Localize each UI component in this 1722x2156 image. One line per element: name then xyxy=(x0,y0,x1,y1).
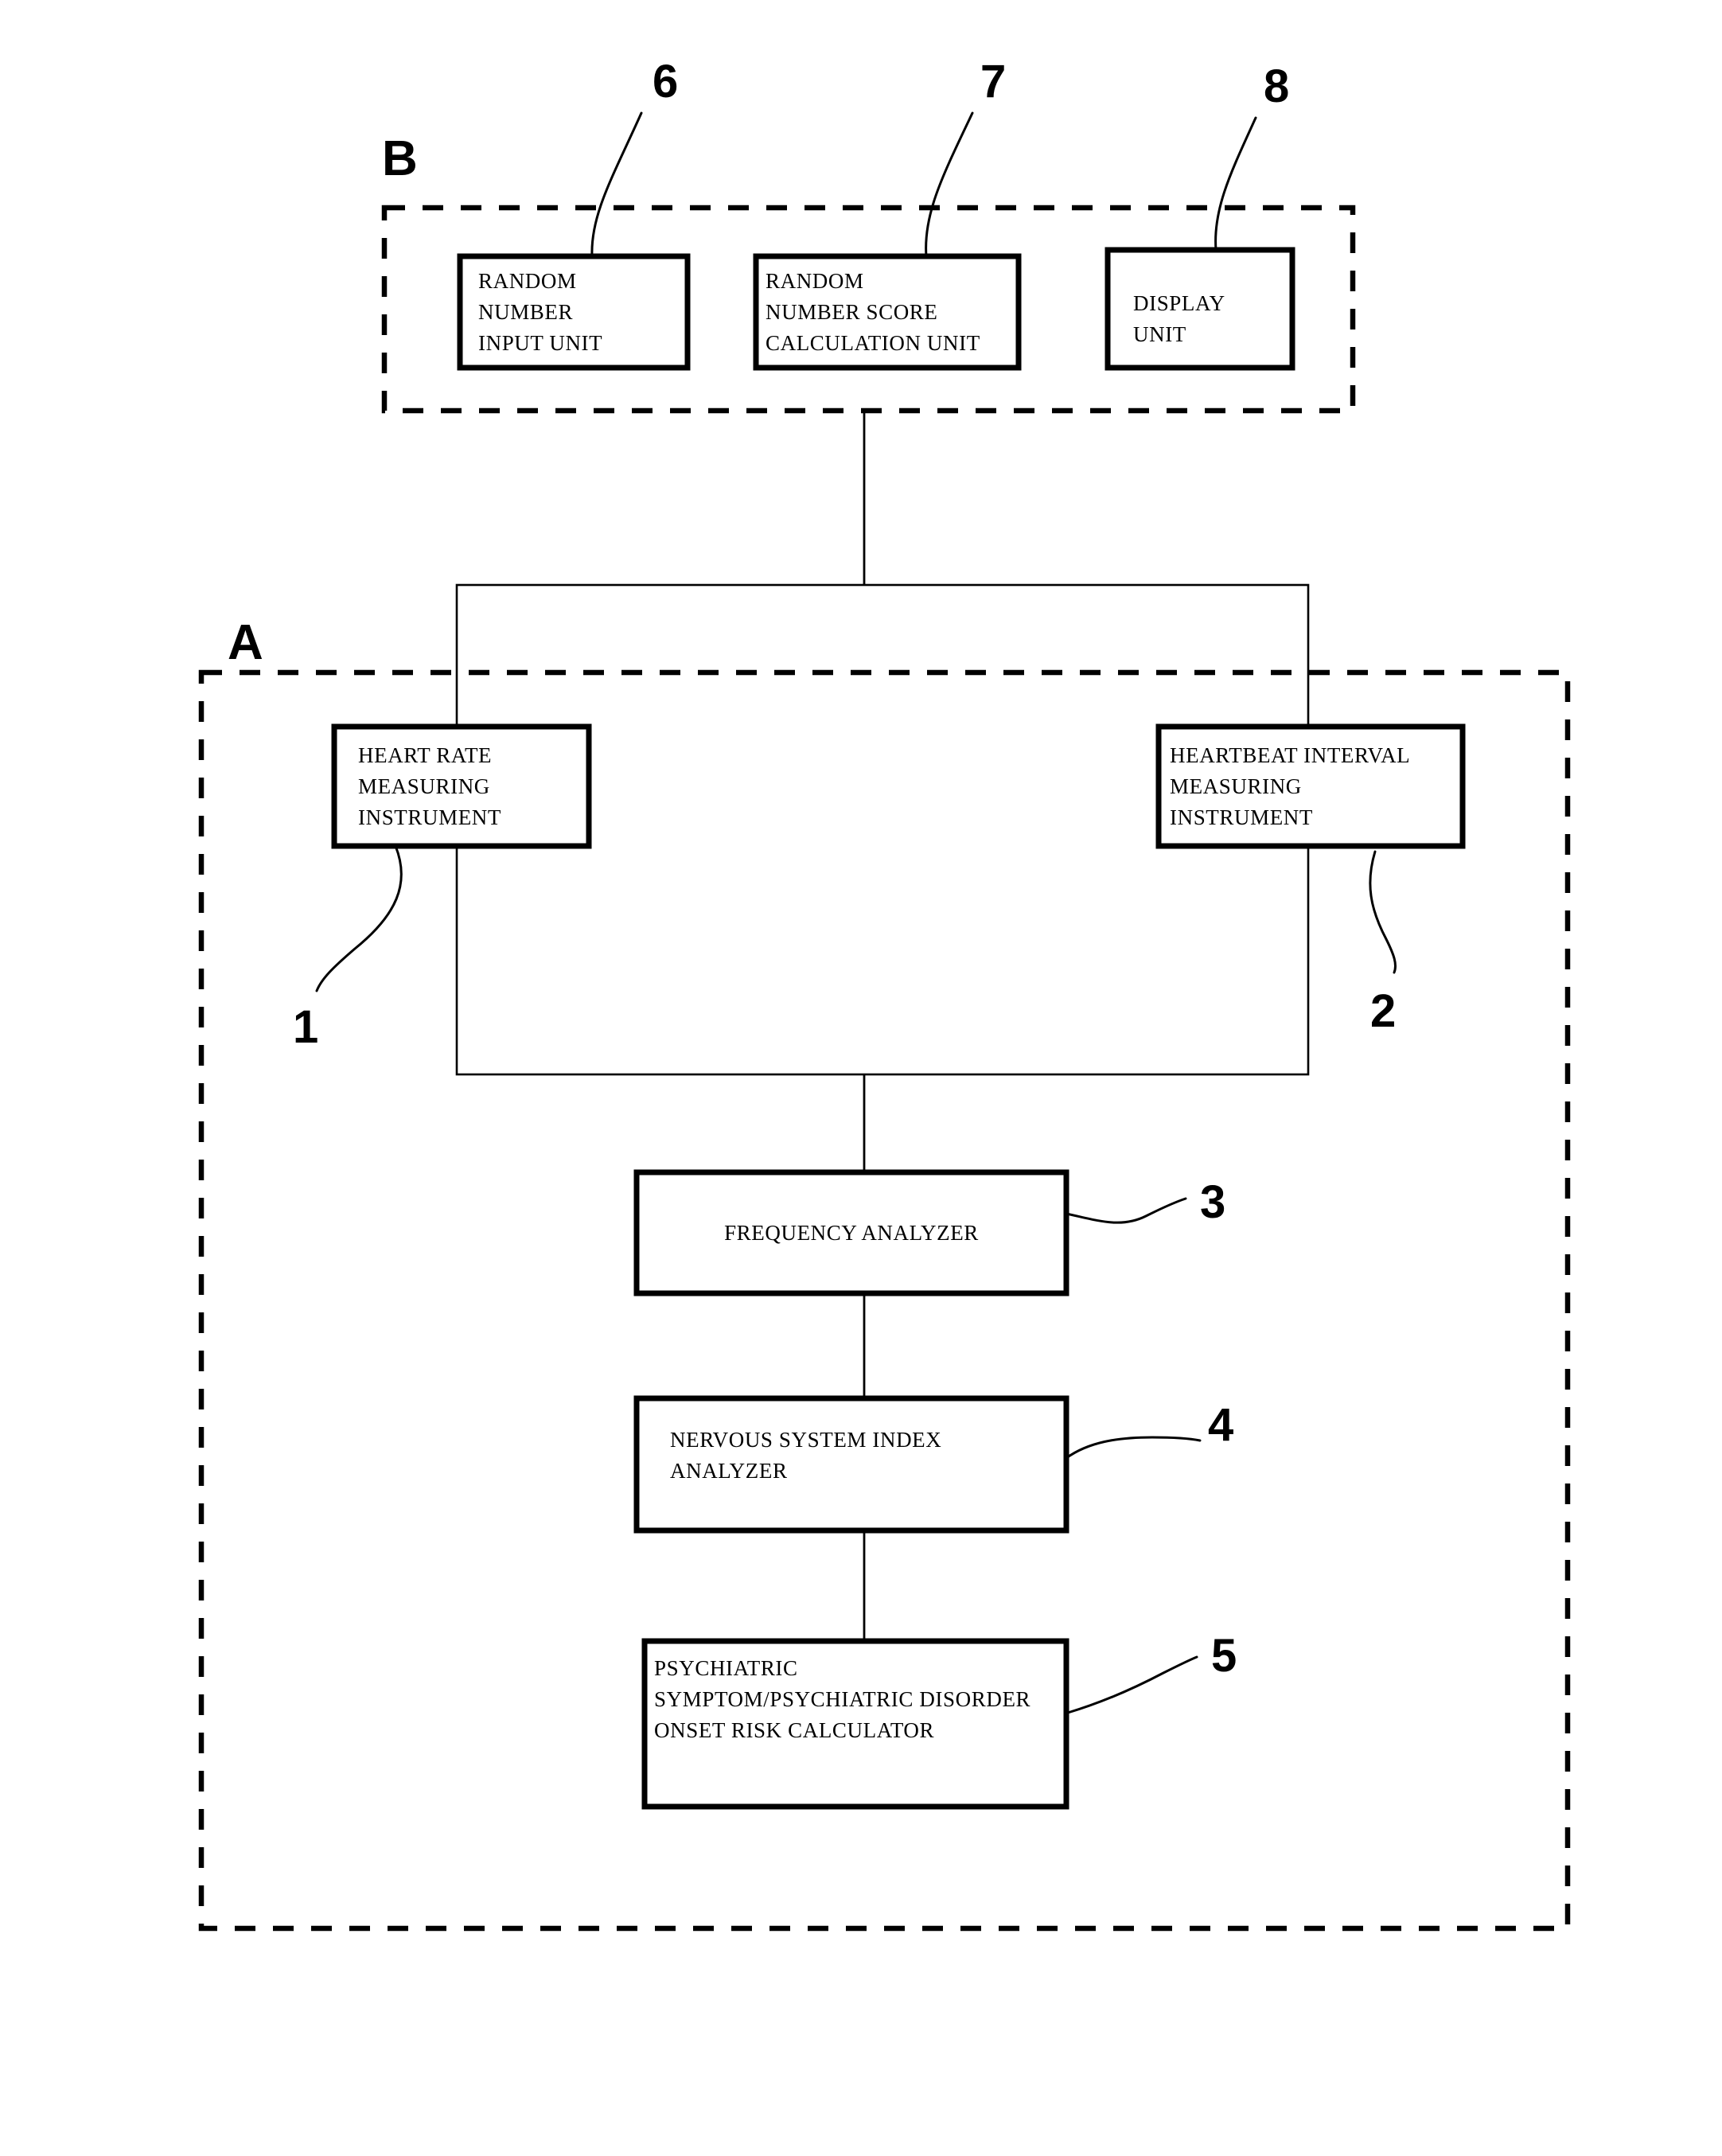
heart-rate-measuring-instrument-box[interactable] xyxy=(331,723,592,849)
nervous-system-index-analyzer-label-line-2: ANALYZER xyxy=(670,1459,788,1483)
reference-numeral-7: 7 xyxy=(980,56,1006,107)
display-unit-label-line-2: UNIT xyxy=(1133,322,1186,346)
group-b-label: B xyxy=(382,131,418,186)
block-random-number-input-unit[interactable]: RANDOM NUMBER INPUT UNIT xyxy=(457,253,691,371)
random-number-input-unit-label-line-2: NUMBER xyxy=(478,300,573,324)
psychiatric-risk-calculator-label-line-1: PSYCHIATRIC xyxy=(654,1656,798,1680)
group-a-label: A xyxy=(228,615,263,670)
leader-line-8 xyxy=(1214,116,1257,251)
block-heartbeat-interval-measuring-instrument[interactable]: HEARTBEAT INTERVAL MEASURING INSTRUMENT xyxy=(1155,723,1466,849)
heart-rate-measuring-instrument-label-line-2: MEASURING xyxy=(358,774,490,798)
reference-numeral-2: 2 xyxy=(1370,985,1396,1037)
heart-rate-measuring-instrument-label-line-3: INSTRUMENT xyxy=(358,805,501,829)
group-b-dashed-boundary xyxy=(381,205,1356,414)
random-number-input-unit-label-line-3: INPUT UNIT xyxy=(478,331,602,355)
leader-line-6 xyxy=(590,111,643,258)
nervous-system-index-analyzer-label-line-1: NERVOUS SYSTEM INDEX xyxy=(670,1428,941,1452)
block-heart-rate-measuring-instrument[interactable]: HEART RATE MEASURING INSTRUMENT xyxy=(331,723,592,849)
leader-line-7 xyxy=(925,111,974,258)
random-number-score-calculation-unit-label-line-3: CALCULATION UNIT xyxy=(766,331,980,355)
random-number-score-calculation-unit-label-line-1: RANDOM xyxy=(766,269,864,293)
heartbeat-interval-measuring-instrument-label-line-2: MEASURING xyxy=(1170,774,1302,798)
display-unit-box[interactable] xyxy=(1104,247,1295,371)
heartbeat-interval-measuring-instrument-box[interactable] xyxy=(1155,723,1466,849)
heart-rate-measuring-instrument-label-line-1: HEART RATE xyxy=(358,743,492,767)
random-number-score-calculation-unit-box[interactable] xyxy=(753,253,1022,371)
reference-numeral-8: 8 xyxy=(1264,60,1289,112)
frequency-analyzer-label: FREQUENCY ANALYZER xyxy=(724,1221,979,1245)
leader-line-4 xyxy=(1065,1436,1202,1460)
leader-line-3 xyxy=(1065,1197,1187,1224)
block-frequency-analyzer[interactable]: FREQUENCY ANALYZER xyxy=(633,1169,1069,1296)
leader-line-2 xyxy=(1369,850,1397,974)
reference-numeral-5: 5 xyxy=(1211,1630,1237,1682)
psychiatric-risk-calculator-label-line-2: SYMPTOM/PSYCHIATRIC DISORDER xyxy=(654,1687,1030,1711)
frequency-analyzer-box[interactable] xyxy=(633,1169,1069,1296)
reference-numeral-3: 3 xyxy=(1200,1176,1225,1228)
block-display-unit[interactable]: DISPLAY UNIT xyxy=(1104,247,1295,371)
random-number-input-unit-box[interactable] xyxy=(457,253,691,371)
heartbeat-interval-measuring-instrument-label-line-3: INSTRUMENT xyxy=(1170,805,1313,829)
psychiatric-risk-calculator-label-line-3: ONSET RISK CALCULATOR xyxy=(654,1718,934,1742)
leader-line-5 xyxy=(1066,1655,1198,1714)
nervous-system-index-analyzer-box[interactable] xyxy=(633,1395,1069,1534)
reference-numeral-1: 1 xyxy=(293,1001,318,1053)
heartbeat-interval-measuring-instrument-label-line-1: HEARTBEAT INTERVAL xyxy=(1170,743,1410,767)
block-random-number-score-calculation-unit[interactable]: RANDOM NUMBER SCORE CALCULATION UNIT xyxy=(753,253,1022,371)
group-a-dashed-boundary xyxy=(198,669,1571,1932)
reference-numeral-4: 4 xyxy=(1208,1399,1233,1451)
psychiatric-risk-calculator-box[interactable] xyxy=(641,1638,1069,1810)
block-psychiatric-risk-calculator[interactable]: PSYCHIATRIC SYMPTOM/PSYCHIATRIC DISORDER… xyxy=(641,1638,1069,1810)
random-number-input-unit-label-line-1: RANDOM xyxy=(478,269,577,293)
reference-numeral-6: 6 xyxy=(653,56,678,107)
leader-line-1 xyxy=(315,844,403,992)
display-unit-label-line-1: DISPLAY xyxy=(1133,291,1225,315)
block-nervous-system-index-analyzer[interactable]: NERVOUS SYSTEM INDEX ANALYZER xyxy=(633,1395,1069,1534)
random-number-score-calculation-unit-label-line-2: NUMBER SCORE xyxy=(766,300,938,324)
